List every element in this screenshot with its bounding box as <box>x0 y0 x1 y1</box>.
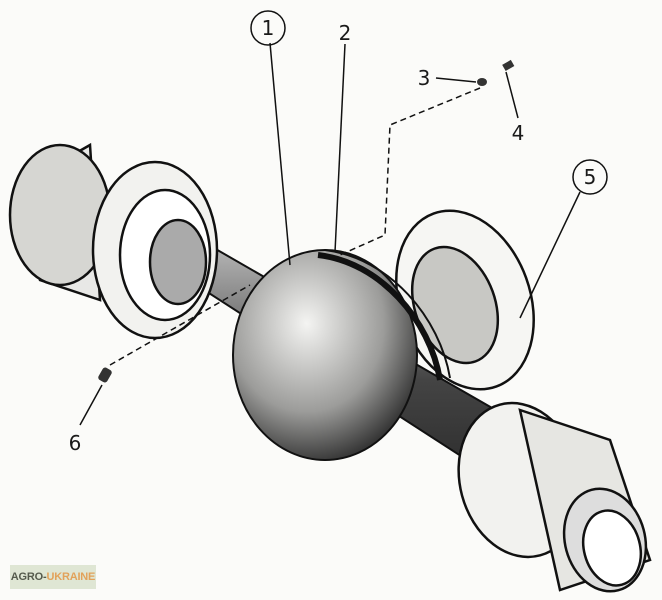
differential-housing <box>232 249 451 461</box>
watermark-part1: AGRO- <box>10 571 47 583</box>
callout-6: 6 <box>69 431 82 455</box>
watermark-part2: UKRAINE <box>46 571 96 583</box>
leader-lines <box>79 42 581 426</box>
left-wheel-hub <box>8 142 219 340</box>
svg-text:5: 5 <box>584 165 597 189</box>
right-wheel-hub <box>457 401 652 593</box>
watermark-logo: AGRO-UKRAINE <box>10 565 96 589</box>
part-4-bolt <box>502 59 515 71</box>
callout-4: 4 <box>512 121 525 145</box>
callout-3: 3 <box>418 66 431 90</box>
callout-2: 2 <box>339 21 352 45</box>
part-3-washer <box>477 78 487 86</box>
callout-1: 1 <box>250 10 286 46</box>
callout-5: 5 <box>572 159 608 195</box>
svg-text:1: 1 <box>262 16 275 40</box>
part-6-plug <box>98 367 112 383</box>
